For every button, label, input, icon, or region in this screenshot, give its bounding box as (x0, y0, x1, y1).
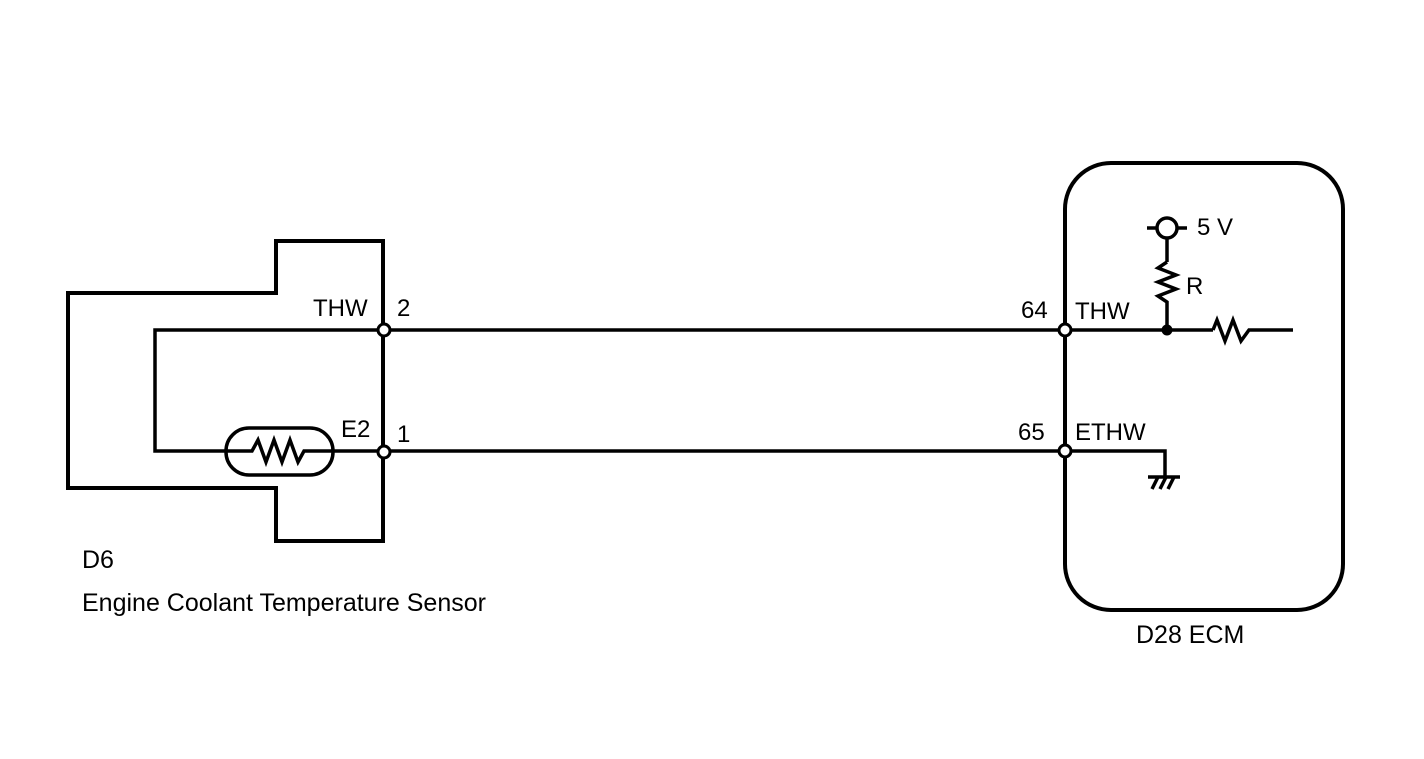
supply-5v-icon (1147, 216, 1187, 240)
sensor-inner-wire (153, 328, 383, 453)
sensor-housing-outline (66, 239, 385, 543)
pullup-resistor-icon (1153, 260, 1181, 330)
ecm-pin-thw-number: 64 (1021, 297, 1048, 324)
sensor-pin-thw-number: 2 (397, 295, 410, 322)
junction-dot (1161, 324, 1173, 336)
sensor-terminal-1 (376, 444, 392, 460)
ecm-pin-ethw-number: 65 (1018, 419, 1045, 446)
ecm-terminal-64 (1057, 322, 1073, 338)
sensor-code: D6 (82, 546, 114, 574)
ecm-box (1063, 161, 1345, 612)
ecm-internal-resistor-icon (1211, 315, 1293, 346)
sensor-pin-e2-number: 1 (397, 421, 410, 448)
supply-voltage-label: 5 V (1197, 214, 1233, 241)
sensor-pin-e2-label: E2 (341, 416, 370, 443)
resistor-label: R (1186, 273, 1203, 300)
ecm-pin-ethw-label: ETHW (1075, 419, 1146, 446)
ecm-pin-thw-label: THW (1075, 298, 1130, 325)
sensor-name: Engine Coolant Temperature Sensor (82, 589, 486, 617)
ecm-ethw-wire (1065, 449, 1167, 477)
ecm-terminal-65 (1057, 443, 1073, 459)
ground-icon (1148, 475, 1180, 490)
sensor-terminal-2 (376, 322, 392, 338)
thermistor-icon (224, 426, 335, 477)
sensor-pin-thw-label: THW (313, 295, 368, 322)
ecm-label: D28 ECM (1136, 621, 1244, 649)
